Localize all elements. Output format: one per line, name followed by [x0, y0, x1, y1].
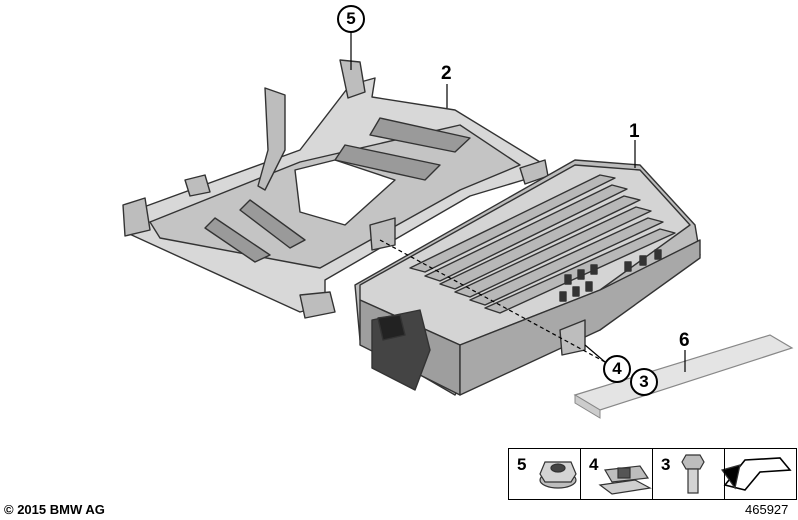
bracket-part [122, 59, 549, 319]
legend-number: 5 [517, 455, 527, 474]
arrow-icon [720, 457, 792, 491]
callout-1: 1 [629, 121, 640, 142]
flange-nut-icon [539, 461, 577, 489]
leader-lines [350, 32, 686, 372]
clip-nut-icon [598, 465, 652, 495]
legend-number: 3 [661, 455, 671, 474]
legend-cell-flange-nut: 5 [509, 449, 581, 499]
parts-legend: 5 4 3 [508, 448, 797, 500]
legend-cell-clip-nut: 4 [581, 449, 653, 499]
callout-6: 6 [679, 330, 690, 351]
hex-bolt-icon [681, 454, 705, 494]
amplifier-part [354, 159, 701, 396]
legend-cell-arrow [725, 449, 796, 499]
callout-2: 2 [441, 63, 452, 84]
callout-3: 3 [630, 368, 658, 396]
callout-5-top: 5 [337, 5, 365, 33]
callout-4: 4 [603, 355, 631, 383]
insulation-strip-part [573, 334, 794, 419]
diagram-number: 465927 [745, 502, 789, 517]
copyright-text: © 2015 BMW AG [4, 502, 105, 517]
legend-cell-hex-bolt: 3 [653, 449, 725, 499]
legend-number: 4 [589, 455, 599, 474]
legend-icons [539, 454, 792, 495]
